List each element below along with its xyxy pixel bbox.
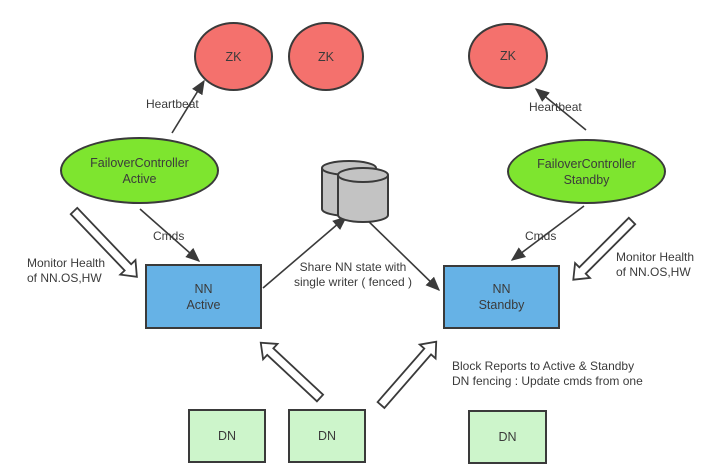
block-reports-line1: Block Reports to Active & Standby bbox=[452, 359, 635, 373]
cmds-left-arrow bbox=[139, 208, 201, 262]
share-state-read-arrow bbox=[361, 214, 441, 292]
datanode-2-label: DN bbox=[317, 429, 337, 443]
heartbeat-left-label: Heartbeat bbox=[146, 97, 199, 111]
monitor-health-right-label: Monitor Health of NN.OS,HW bbox=[616, 250, 694, 280]
failover-controller-standby-label-line1: FailoverController bbox=[537, 156, 636, 171]
namenode-active-label-line1: NN bbox=[194, 281, 213, 296]
monitor-health-left-line1: Monitor Health bbox=[27, 256, 106, 270]
block-report-right-block-arrow bbox=[376, 340, 438, 410]
monitor-health-right-line1: Monitor Health bbox=[616, 250, 695, 264]
datanode-1: DN bbox=[188, 409, 266, 463]
zk-node-3: ZK bbox=[468, 23, 548, 89]
database-cylinders-icon bbox=[321, 160, 389, 223]
heartbeat-left-arrow bbox=[171, 79, 205, 134]
cmds-right-label: Cmds bbox=[525, 229, 557, 243]
namenode-active-label-line2: Active bbox=[186, 297, 221, 312]
block-reports-line2: DN fencing : Update cmds from one bbox=[452, 374, 643, 388]
cmds-right-arrow bbox=[510, 205, 585, 261]
monitor-health-left-label: Monitor Health of NN.OS,HW bbox=[27, 256, 105, 286]
zk-node-1-label: ZK bbox=[225, 49, 242, 64]
datanode-2: DN bbox=[288, 409, 366, 463]
failover-controller-active-label-line1: FailoverController bbox=[90, 155, 189, 170]
failover-controller-standby-label-line2: Standby bbox=[563, 172, 610, 187]
monitor-health-left-line2: of NN.OS,HW bbox=[27, 271, 102, 285]
failover-controller-standby: FailoverController Standby bbox=[507, 139, 666, 204]
zk-node-3-label: ZK bbox=[500, 49, 516, 63]
namenode-active: NN Active bbox=[145, 264, 262, 329]
cmds-left-label: Cmds bbox=[153, 229, 185, 243]
monitor-health-right-line2: of NN.OS,HW bbox=[616, 265, 691, 279]
datanode-3: DN bbox=[468, 410, 547, 464]
share-state-label: Share NN state with single writer ( fenc… bbox=[288, 260, 418, 290]
zk-node-2: ZK bbox=[288, 22, 364, 91]
heartbeat-right-label: Heartbeat bbox=[529, 100, 582, 114]
block-report-left-block-arrow bbox=[259, 341, 325, 403]
block-reports-label: Block Reports to Active & Standby DN fen… bbox=[452, 359, 643, 389]
share-state-line1: Share NN state with bbox=[299, 260, 407, 274]
namenode-standby-label-line2: Standby bbox=[478, 298, 525, 312]
heartbeat-right-arrow bbox=[534, 88, 587, 131]
monitor-health-right-block-arrow bbox=[572, 216, 637, 281]
failover-controller-active: FailoverController Active bbox=[60, 137, 219, 204]
failover-controller-active-label-line2: Active bbox=[122, 171, 157, 186]
namenode-standby-label-line1: NN bbox=[492, 282, 511, 296]
monitor-health-left-block-arrow bbox=[69, 206, 138, 278]
zk-node-2-label: ZK bbox=[318, 49, 334, 64]
datanode-1-label: DN bbox=[217, 429, 237, 443]
datanode-3-label: DN bbox=[498, 430, 517, 444]
share-state-write-arrow bbox=[262, 216, 348, 289]
share-state-line2: single writer ( fenced ) bbox=[293, 275, 413, 289]
zk-node-1: ZK bbox=[194, 22, 273, 91]
namenode-standby: NN Standby bbox=[443, 265, 560, 329]
